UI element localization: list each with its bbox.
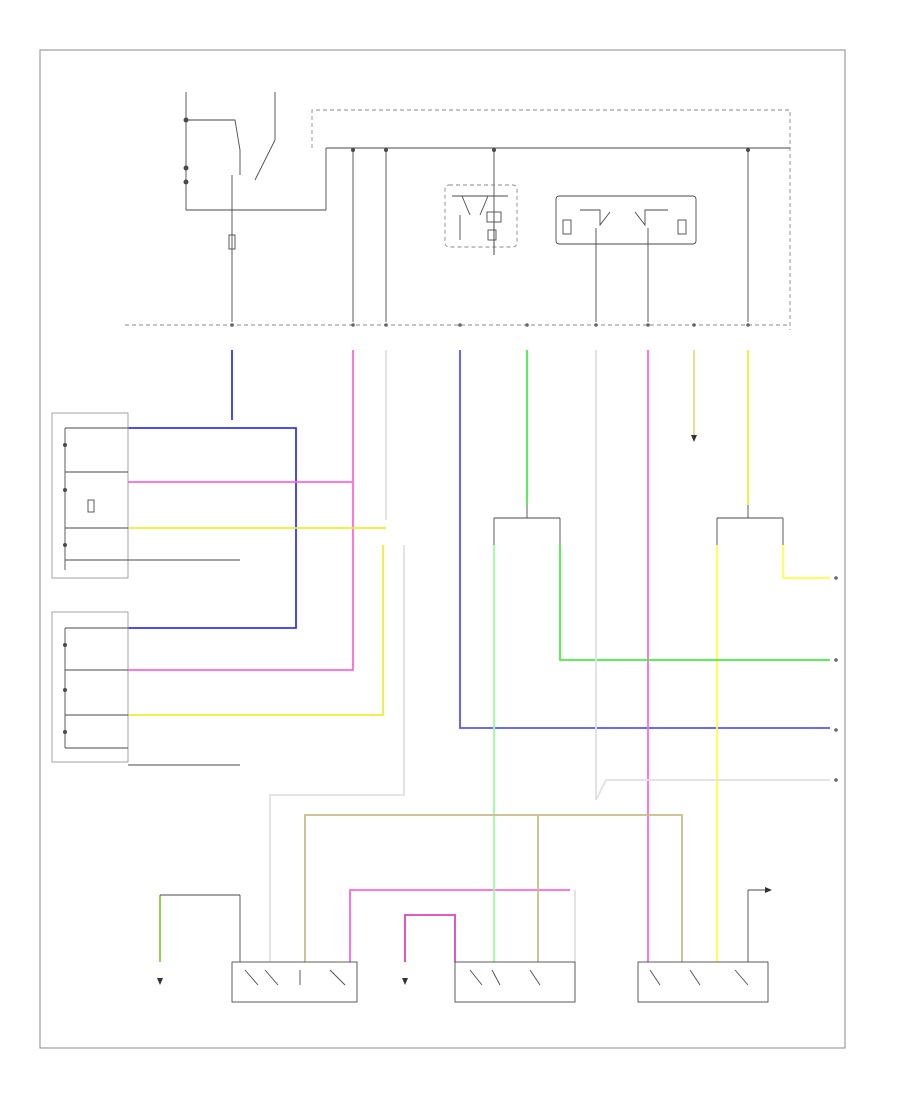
colored-wires — [128, 350, 830, 962]
right-sliding-door-switch — [51, 611, 129, 763]
right-front-door-lock — [157, 894, 358, 1003]
left-rear-door-lock — [402, 961, 576, 1003]
right-rear-door-lock — [637, 887, 772, 1003]
connector-row — [125, 323, 790, 327]
top-power-distribution — [183, 92, 791, 330]
right-edge-terminals — [834, 576, 838, 782]
splice-points — [493, 435, 784, 545]
left-sliding-door-switch — [51, 412, 129, 579]
diagram-border — [39, 49, 846, 1049]
